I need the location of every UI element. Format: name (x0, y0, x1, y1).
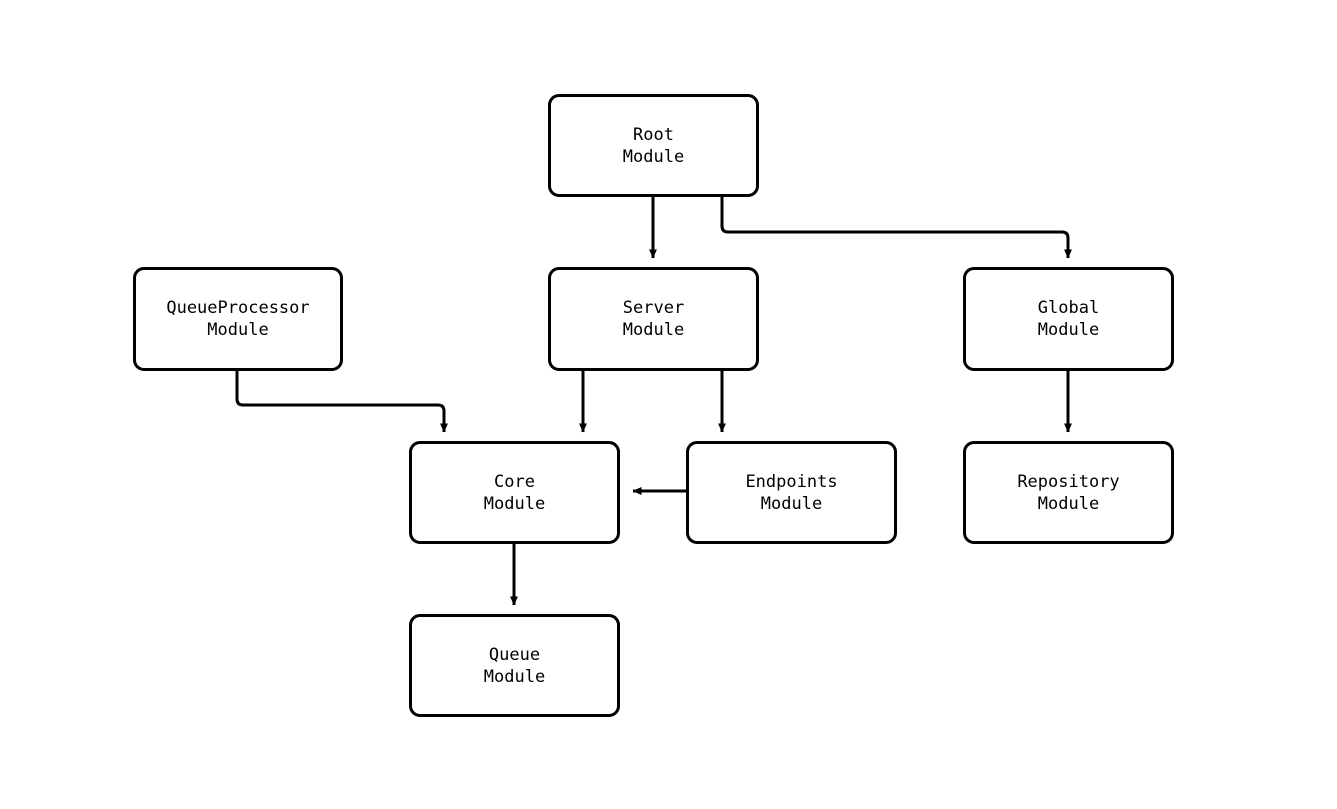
node-core[interactable]: Core Module (409, 441, 620, 544)
node-label-server: Server Module (622, 298, 685, 340)
node-root[interactable]: Root Module (548, 94, 759, 197)
node-label-repository: Repository Module (1017, 471, 1120, 514)
edge-queueprocessor-to-core (235, 371, 448, 433)
node-label-endpoints: Endpoints Module (745, 471, 838, 514)
node-queueprocessor[interactable]: QueueProcessor Module (133, 267, 343, 371)
node-global[interactable]: Global Module (963, 267, 1174, 371)
node-endpoints[interactable]: Endpoints Module (686, 441, 897, 544)
node-label-queueprocessor: QueueProcessor Module (166, 298, 310, 340)
node-label-queue: Queue Module (483, 644, 546, 687)
node-repository[interactable]: Repository Module (963, 441, 1174, 544)
node-label-root: Root Module (622, 124, 685, 167)
node-label-global: Global Module (1037, 298, 1100, 340)
node-queue[interactable]: Queue Module (409, 614, 620, 717)
node-label-core: Core Module (483, 471, 546, 514)
node-server[interactable]: Server Module (548, 267, 759, 371)
edge-root-to-global (720, 197, 1072, 259)
